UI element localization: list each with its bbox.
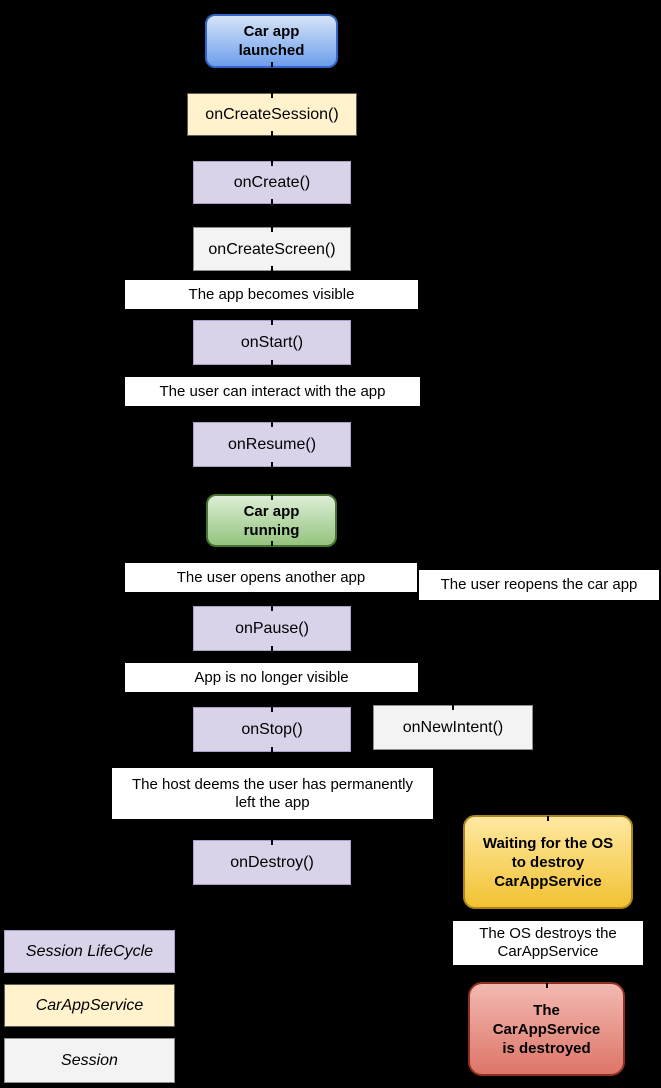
node-car-app-launched: Car app launched — [205, 14, 338, 68]
note-user-can-interact: The user can interact with the app — [125, 377, 420, 406]
note-user-opens-another-app: The user opens another app — [125, 563, 417, 592]
node-waiting-os-destroy: Waiting for the OS to destroy CarAppServ… — [463, 815, 633, 909]
legend-session: Session — [4, 1038, 175, 1083]
note-user-reopens-car-app: The user reopens the car app — [419, 570, 659, 600]
node-oncreate: onCreate() — [193, 161, 351, 204]
node-onstop: onStop() — [193, 707, 351, 752]
node-onpause: onPause() — [193, 606, 351, 651]
note-app-becomes-visible: The app becomes visible — [125, 280, 418, 309]
note-os-destroys-carappservice: The OS destroys the CarAppService — [453, 921, 643, 965]
legend-session-lifecycle: Session LifeCycle — [4, 930, 175, 973]
node-onresume: onResume() — [193, 422, 351, 467]
note-app-no-longer-visible: App is no longer visible — [125, 663, 418, 692]
node-oncreatescreen: onCreateScreen() — [193, 227, 351, 271]
legend-carappservice: CarAppService — [4, 984, 175, 1027]
node-carappservice-destroyed: The CarAppService is destroyed — [468, 982, 625, 1076]
note-host-deems-user-left: The host deems the user has permanently … — [112, 768, 433, 819]
node-oncreatesession: onCreateSession() — [187, 93, 357, 136]
node-onnewintent: onNewIntent() — [373, 705, 533, 750]
node-ondestroy: onDestroy() — [193, 840, 351, 885]
node-car-app-running: Car app running — [206, 494, 337, 547]
node-onstart: onStart() — [193, 320, 351, 365]
